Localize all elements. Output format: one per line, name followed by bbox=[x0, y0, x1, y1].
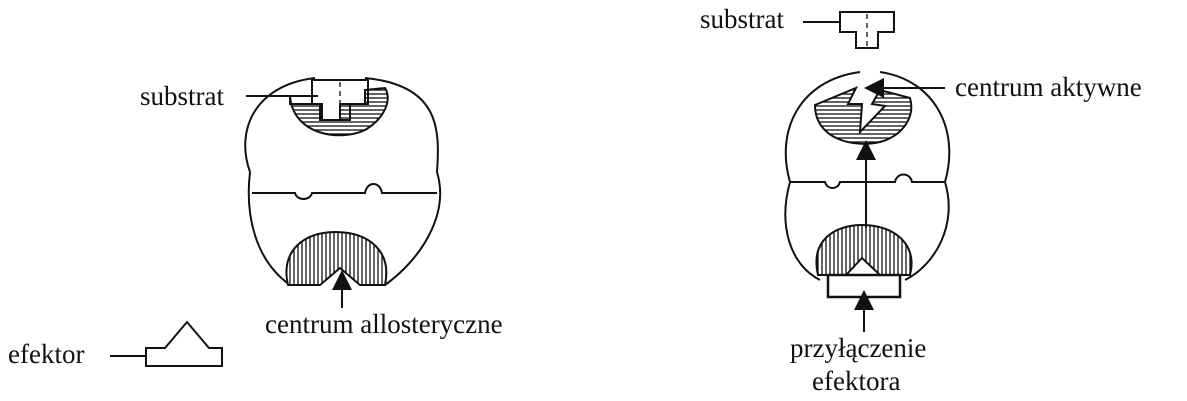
active-site-right bbox=[813, 86, 913, 145]
effector-label: efektor bbox=[8, 339, 84, 369]
left-panel: substrat centrum allosteryczne efektor bbox=[8, 77, 503, 369]
enzyme-body-right bbox=[784, 71, 951, 281]
substrate-shape-left bbox=[311, 79, 369, 121]
active-site-label: centrum aktywne bbox=[955, 72, 1142, 102]
allosteric-site-right bbox=[815, 223, 913, 276]
allosteric-site-label: centrum allosteryczne bbox=[265, 309, 503, 339]
subunit-divider-left bbox=[252, 183, 437, 200]
subunit-divider-right bbox=[790, 173, 945, 189]
substrate-label-left: substrat bbox=[140, 81, 224, 111]
effector-binding-label-line2: efektora bbox=[812, 366, 900, 396]
allosteric-site-left bbox=[285, 230, 388, 286]
bound-effector-right bbox=[826, 273, 902, 299]
right-panel: substrat centrum aktywne przyłączenie ef… bbox=[700, 4, 1142, 396]
substrate-shape-right bbox=[839, 11, 895, 49]
substrate-label-right: substrat bbox=[700, 4, 784, 34]
effector-binding-label-line1: przyłączenie bbox=[790, 333, 926, 363]
substrate-site-left bbox=[289, 86, 389, 137]
effector-shape bbox=[145, 320, 223, 367]
enzyme-body-left bbox=[244, 77, 442, 286]
